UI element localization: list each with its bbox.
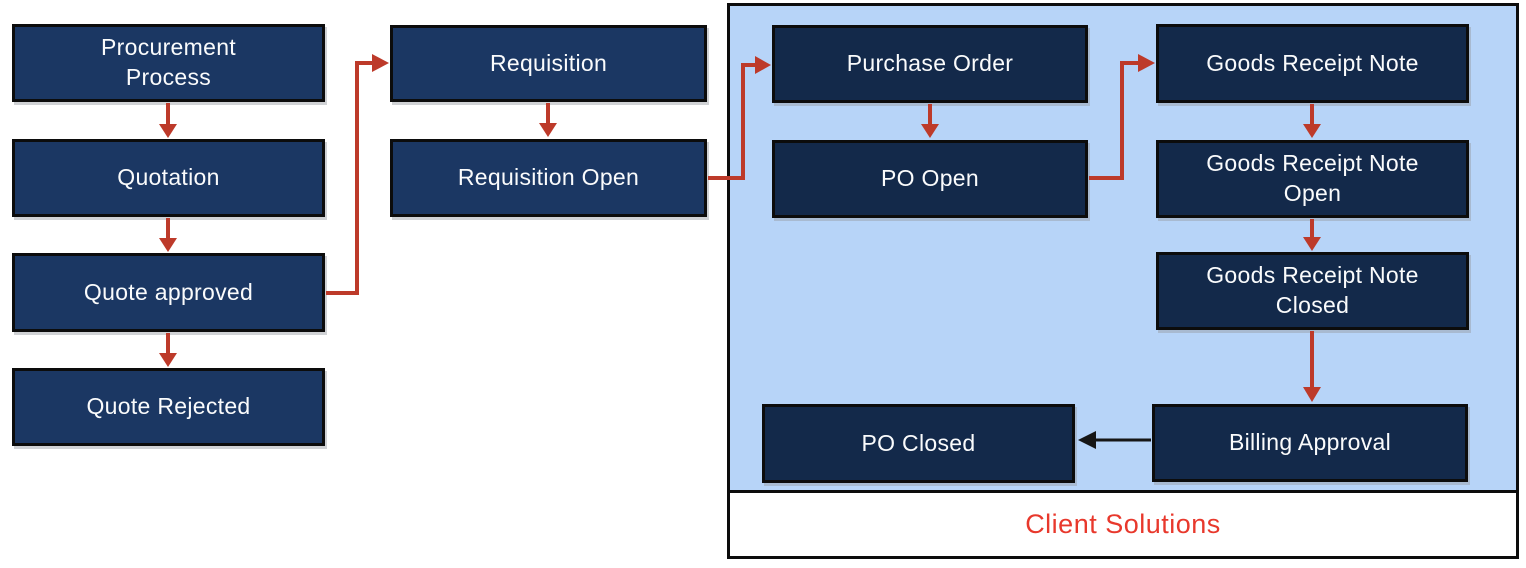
cluster-label: Client Solutions: [1025, 509, 1221, 539]
arrow-requisition-to-requisition-open: [539, 103, 557, 137]
node-label: Quotation: [117, 164, 220, 191]
node-goods-receipt-note-closed: Goods Receipt Note Closed: [1156, 252, 1469, 330]
node-purchase-order: Purchase Order: [772, 25, 1088, 103]
node-requisition: Requisition: [390, 25, 707, 102]
arrow-quote-approved-to-requisition: [326, 54, 389, 295]
node-label: PO Open: [881, 165, 979, 192]
node-po-open: PO Open: [772, 140, 1088, 218]
node-label: Goods Receipt Note Open: [1206, 150, 1419, 206]
node-po-closed: PO Closed: [762, 404, 1075, 483]
node-label: Goods Receipt Note: [1206, 49, 1419, 76]
node-label: Quote Rejected: [86, 393, 251, 420]
arrow-quotation-to-quote-approved: [159, 218, 177, 252]
arrow-procurement-to-quotation: [159, 103, 177, 138]
node-label: Quote approved: [83, 278, 254, 305]
client-solutions-cluster-footer: Client Solutions: [730, 490, 1516, 556]
node-label: Goods Receipt Note Closed: [1206, 262, 1419, 318]
node-label: Purchase Order: [846, 50, 1014, 77]
node-quote-approved: Quote approved: [12, 253, 325, 332]
node-label: Billing Approval: [1228, 429, 1392, 456]
node-label: Requisition Open: [457, 164, 640, 191]
node-goods-receipt-note-open: Goods Receipt Note Open: [1156, 140, 1469, 218]
node-quotation: Quotation: [12, 139, 325, 217]
node-label: Procurement Process: [101, 34, 236, 90]
node-quote-rejected: Quote Rejected: [12, 368, 325, 446]
node-label: Requisition: [489, 49, 608, 76]
node-requisition-open: Requisition Open: [390, 139, 707, 217]
node-goods-receipt-note: Goods Receipt Note: [1156, 24, 1469, 103]
node-label: PO Closed: [861, 429, 976, 456]
node-billing-approval: Billing Approval: [1152, 404, 1468, 482]
node-procurement-process: Procurement Process: [12, 24, 325, 102]
arrow-quote-approved-to-quote-rejected: [159, 333, 177, 367]
